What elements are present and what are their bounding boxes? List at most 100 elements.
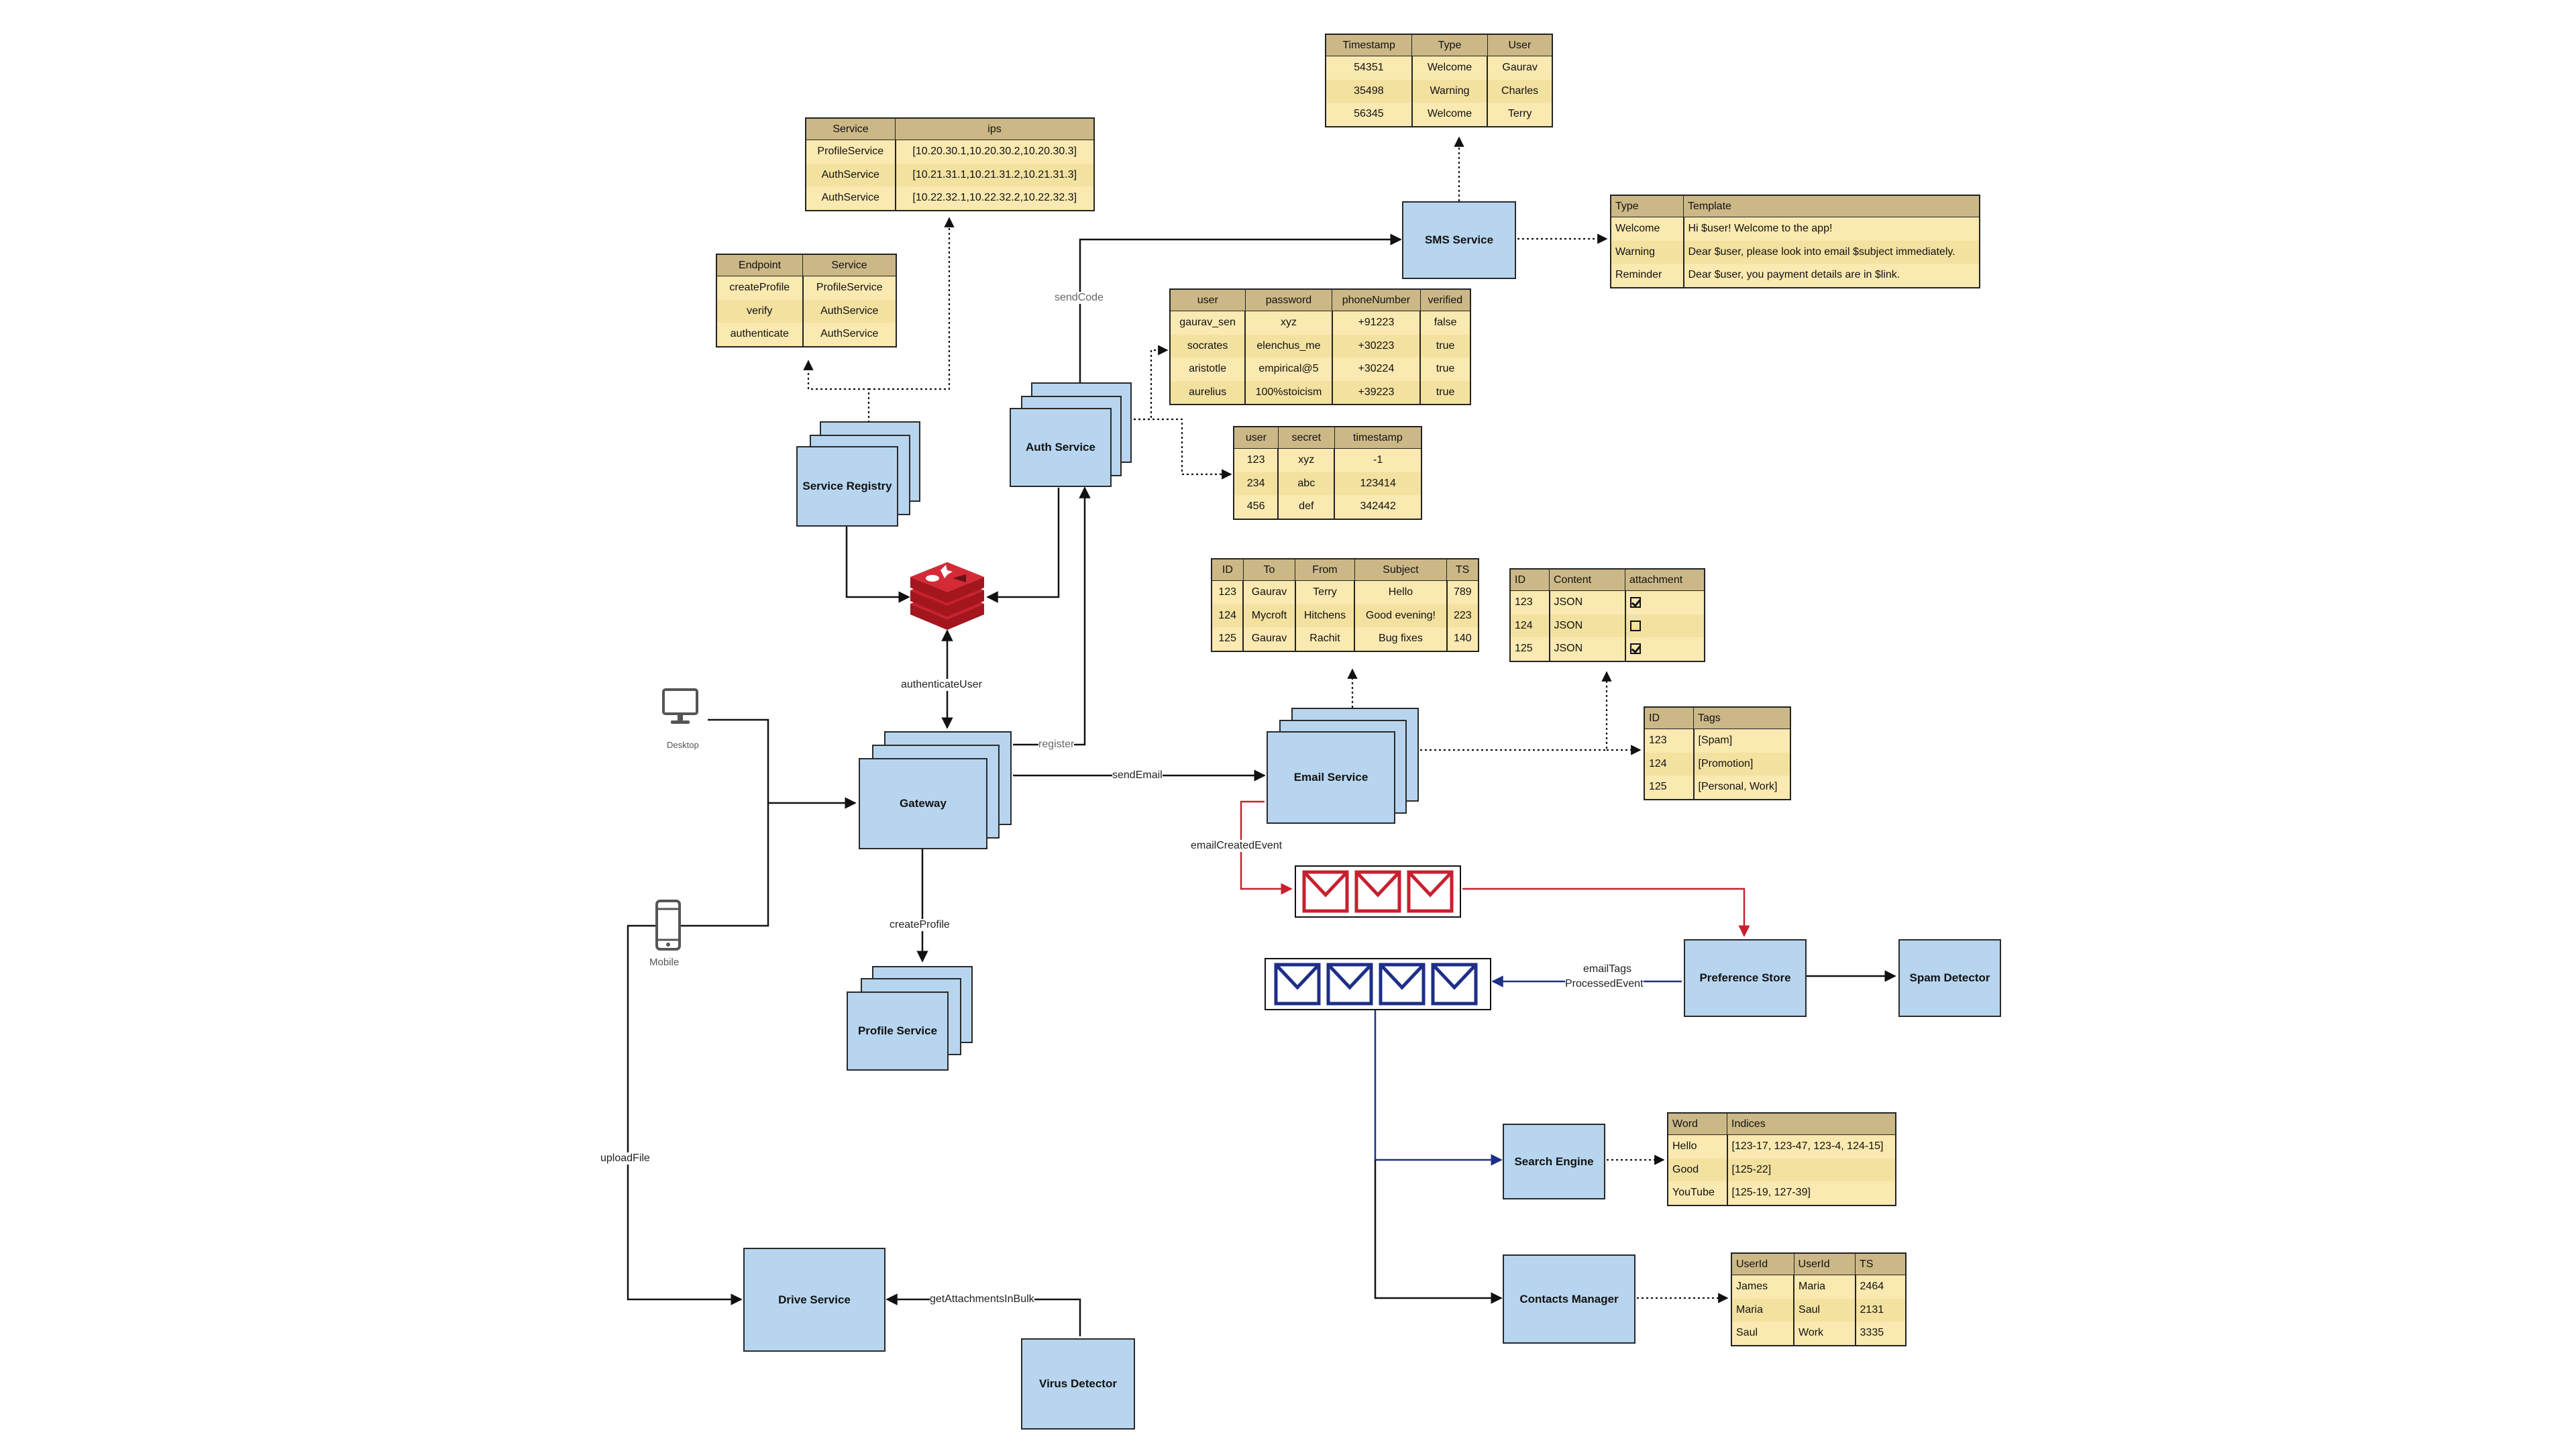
email-service[interactable]: Email Service (1267, 731, 1395, 824)
mobile-phone-icon (655, 900, 681, 951)
table-cell: createProfile (716, 276, 804, 300)
table-cell: -1 (1334, 448, 1422, 472)
table-cell: 123 (1644, 729, 1695, 753)
queue-to-preference-edge (1462, 888, 1750, 937)
uploadfile-edge (627, 924, 743, 1305)
table-cell: Terry (1487, 103, 1553, 127)
table-cell: xyz (1277, 448, 1336, 472)
spam-detector[interactable]: Spam Detector (1898, 939, 2001, 1017)
table-cell: Dear $user, please look into email $subj… (1682, 240, 1980, 264)
checkbox-empty-icon[interactable] (1629, 620, 1641, 631)
register-label: register (1038, 739, 1075, 751)
table-header-cell: user (1169, 288, 1246, 311)
search-engine[interactable]: Search Engine (1503, 1124, 1605, 1199)
table-cell: aurelius (1169, 380, 1246, 405)
table-cell: def (1277, 495, 1336, 519)
table-cell: [Promotion] (1693, 752, 1791, 775)
table-cell: Reminder (1610, 264, 1684, 288)
table-cell: [123-17, 123-47, 123-4, 124-15] (1726, 1134, 1896, 1159)
gateway[interactable]: Gateway (859, 758, 987, 849)
table-cell: 789 (1446, 580, 1480, 604)
table-cell: 100%stoicism (1244, 380, 1333, 405)
table-cell (1624, 590, 1705, 614)
emailtags-label-line1: emailTags (1583, 963, 1632, 975)
table-cell: socrates (1169, 334, 1246, 358)
table-header-cell: UserId (1731, 1252, 1794, 1275)
table-cell: [10.22.32.1,10.22.32.2,10.22.32.3] (894, 186, 1095, 211)
table-cell: JSON (1548, 637, 1626, 661)
table-header-cell: user (1233, 426, 1279, 449)
registry-db-link (803, 360, 870, 423)
service-registry[interactable]: Service Registry (796, 446, 898, 527)
sms-service[interactable]: SMS Service (1402, 201, 1516, 279)
table-row: YouTube[125-19, 127-39] (1667, 1181, 1896, 1205)
contacts-manager[interactable]: Contacts Manager (1503, 1254, 1635, 1344)
table-cell: Bug fixes (1354, 627, 1448, 651)
table-header-cell: ips (895, 117, 1095, 140)
table-cell: 56345 (1325, 103, 1413, 127)
table-cell: Gaurav (1242, 580, 1296, 604)
table-header-cell: password (1244, 288, 1333, 311)
table-cell: Maria (1793, 1275, 1856, 1299)
checkbox-checked-icon[interactable] (1629, 597, 1641, 608)
drive-service[interactable]: Drive Service (743, 1248, 885, 1352)
table-cell: 2131 (1854, 1298, 1907, 1322)
table-header-cell: Type (1411, 34, 1488, 56)
registry-to-cache-edge (845, 527, 910, 603)
preference-store[interactable]: Preference Store (1684, 939, 1807, 1017)
email-processed-queue-icons (1274, 963, 1478, 1006)
desktop-device[interactable]: Desktop (656, 688, 704, 755)
profile-service[interactable]: Profile Service (847, 991, 949, 1071)
table-header-cell: ID (1211, 558, 1244, 581)
table-header-cell: Service (805, 117, 896, 140)
table-cell: Mycroft (1242, 604, 1296, 627)
mobile-device[interactable]: Mobile (649, 899, 696, 974)
table-cell: [Spam] (1693, 729, 1791, 753)
table-cell: ProfileService (805, 140, 896, 164)
auth-service[interactable]: Auth Service (1010, 408, 1112, 487)
table-cell: 223 (1446, 604, 1480, 627)
table-row: Good[125-22] (1667, 1158, 1896, 1181)
table-cell: 123414 (1334, 472, 1422, 495)
table-cell: 456 (1232, 495, 1279, 519)
table-cell: Hitchens (1294, 604, 1356, 627)
table-cell: JSON (1548, 614, 1626, 637)
table-header-cell: secret (1277, 426, 1335, 449)
table-cell: authenticate (716, 323, 804, 347)
envelope-icon (1274, 963, 1478, 1006)
table-cell: Rachit (1294, 627, 1356, 651)
table-row: Hello[123-17, 123-47, 123-4, 124-15] (1667, 1134, 1896, 1159)
table-cell: 234 (1232, 472, 1279, 495)
table-cell: James (1730, 1275, 1795, 1299)
sendemail-label: sendEmail (1112, 769, 1163, 782)
table-cell: Hello (1667, 1134, 1728, 1159)
table-cell: Welcome (1411, 56, 1489, 80)
table-cell: false (1419, 311, 1471, 335)
table-cell: Saul (1730, 1322, 1795, 1346)
table-row: ProfileService[10.20.30.1,10.20.30.2,10.… (805, 140, 1095, 164)
checkbox-checked-icon[interactable] (1629, 643, 1641, 655)
table-header-cell: From (1295, 558, 1355, 581)
table-cell: 35498 (1325, 79, 1413, 103)
table-header-cell: Subject (1354, 558, 1448, 581)
table-header-cell: timestamp (1334, 426, 1422, 449)
virus-detector[interactable]: Virus Detector (1021, 1338, 1135, 1430)
table-cell: Warning (1411, 79, 1489, 103)
